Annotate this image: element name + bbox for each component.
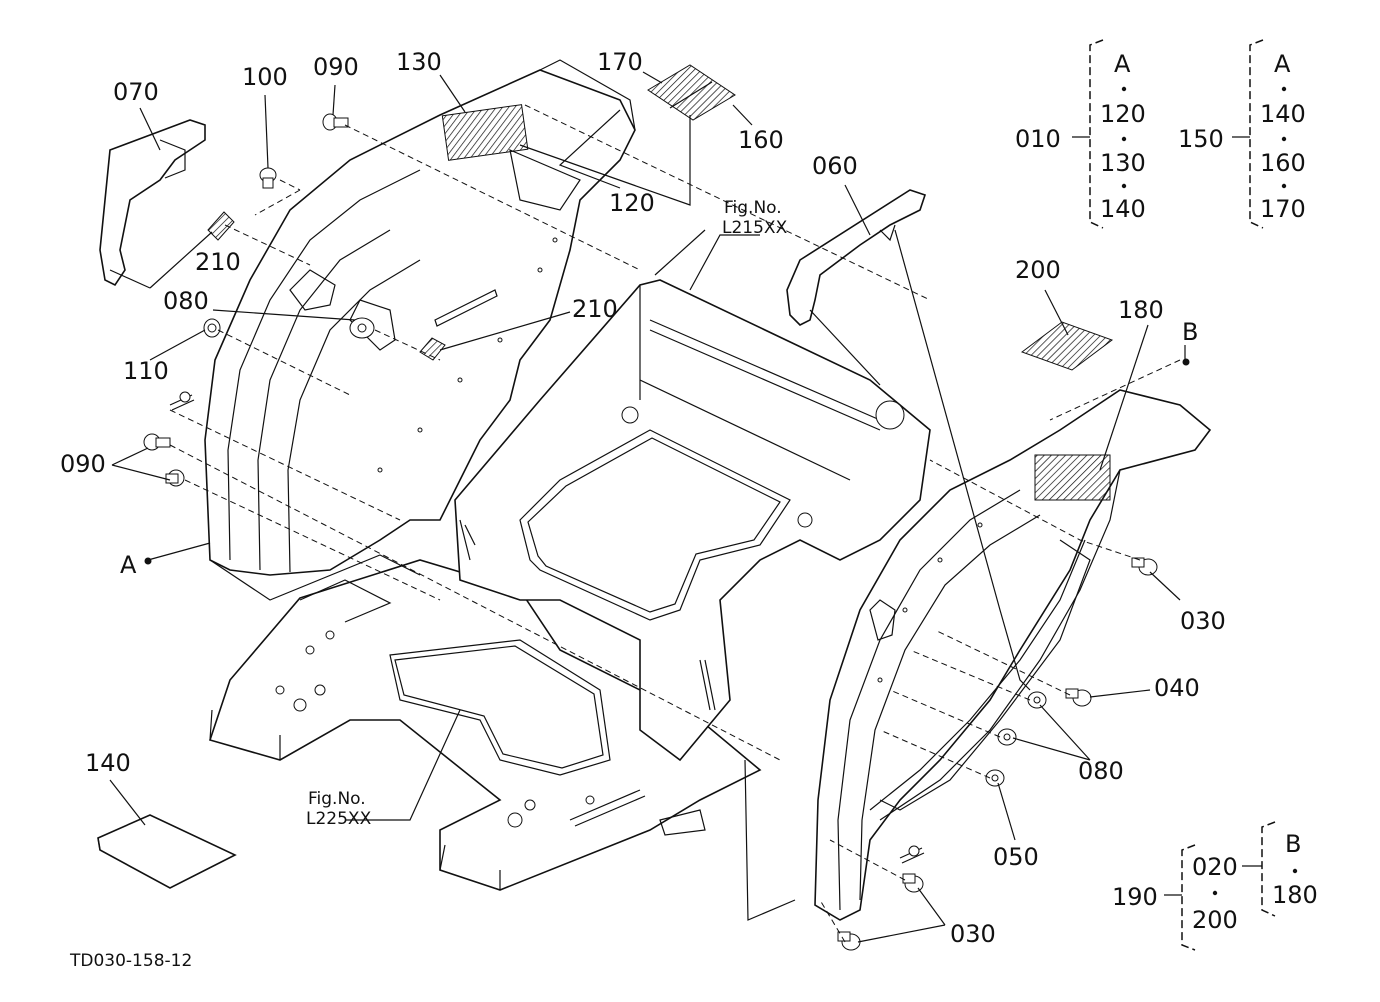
nut-050 [985,769,1005,787]
kit-150-item-0: A [1274,50,1291,78]
kit-190-item-1: 200 [1192,906,1238,934]
callout-labels: 070 100 090 130 170 160 120 210 080 110 … [60,48,1226,948]
kit-190-sub-1: 180 [1272,881,1318,909]
kit-150-label: 150 [1178,125,1224,153]
right-handle-060 [786,189,927,326]
callout-090-left: 090 [60,450,106,478]
callout-060: 060 [812,152,858,180]
callout-080-left: 080 [163,287,209,315]
washer-080-right-b [997,728,1017,746]
kit-190-item-0: 020 [1192,853,1238,881]
callout-090-top: 090 [313,53,359,81]
bolt-040 [1065,688,1092,707]
fig-ref-lower-line1: Fig.No. [308,789,366,809]
kit-150: 150 A 140 160 170 [1178,39,1306,229]
bolt-090-left-a [143,433,171,451]
left-handle-070 [99,119,206,287]
fig-ref-lower-line2: L225XX [306,809,372,829]
decal-210-left [207,211,235,241]
callout-110: 110 [123,357,169,385]
bolt-030-right [1131,557,1158,576]
fig-ref-upper-line1: Fig.No. [724,198,782,218]
kit-150-item-2: 160 [1260,149,1306,177]
callout-070: 070 [113,78,159,106]
kit-010-item-2: 130 [1100,149,1146,177]
ref-b: B [1182,318,1198,346]
screw-left [169,391,195,411]
kit-010-label: 010 [1015,125,1061,153]
callout-050: 050 [993,843,1039,871]
kit-190-sub-0: B [1285,830,1301,858]
ref-a: A [120,551,137,579]
sheet-140 [97,814,237,889]
callout-030-right: 030 [1180,607,1226,635]
bolt-030-bottom-b [837,931,861,951]
kit-010-item-1: 120 [1100,100,1146,128]
kit-010-item-3: 140 [1100,195,1146,223]
assembly-lines [169,104,1181,943]
kit-150-item-1: 140 [1260,100,1306,128]
callout-100: 100 [242,63,288,91]
bolt-090-left-b [165,469,185,487]
callout-210-left: 210 [195,248,241,276]
nut-110 [203,318,221,338]
kit-150-item-3: 170 [1260,195,1306,223]
callout-140-sheet: 140 [85,749,131,777]
kit-010: 010 A 120 130 140 [1015,39,1146,229]
left-fender [204,59,636,576]
center-tunnel [454,279,931,762]
floor-plate [208,559,762,891]
callout-160: 160 [738,126,784,154]
callout-030-bottom: 030 [950,920,996,948]
kit-190-label: 190 [1112,883,1158,911]
drawing-id: TD030-158-12 [69,951,192,971]
kit-010-item-0: A [1114,50,1131,78]
kit-190: 190 020 200 B 180 [1112,821,1318,951]
callout-170: 170 [597,48,643,76]
decal-200 [1020,321,1114,371]
fig-ref-upper-line2: L215XX [722,218,788,238]
decal-170-160 [647,64,736,121]
decal-210-mid [419,337,446,361]
leader-lines [109,71,1186,943]
callout-080-right: 080 [1078,757,1124,785]
fasteners [143,113,1158,951]
callout-210-mid: 210 [572,295,618,323]
bolt-100 [259,167,277,189]
callout-120: 120 [609,189,655,217]
callout-200: 200 [1015,256,1061,284]
washer-080-right-a [1027,691,1047,709]
bolt-030-bottom-a [902,873,924,893]
callout-130: 130 [396,48,442,76]
washer-080-left [349,317,375,339]
callout-180: 180 [1118,296,1164,324]
callout-040: 040 [1154,674,1200,702]
screw-bottom [899,845,925,864]
bolt-090-top [322,113,349,131]
